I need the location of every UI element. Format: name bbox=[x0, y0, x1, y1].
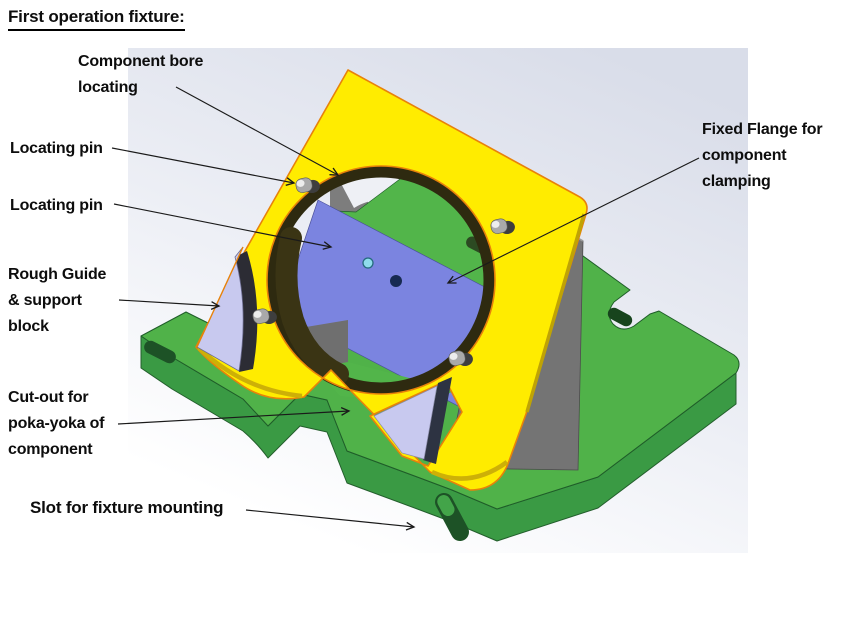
locating-pin-top-left bbox=[295, 177, 320, 194]
rough-guide-window-face bbox=[373, 385, 438, 460]
locating-pin-bottom bbox=[448, 350, 473, 367]
mounting-slot-right bbox=[607, 307, 633, 327]
leader-rough-guide bbox=[118, 299, 221, 310]
component-bore-hole bbox=[390, 275, 402, 287]
label-rough-guide: Rough Guide & support block bbox=[8, 266, 107, 335]
mounting-slot-front bbox=[435, 492, 469, 542]
component-pilot-hole bbox=[362, 257, 374, 269]
flange-edge-shade-bottom bbox=[431, 460, 509, 481]
leader-lines bbox=[111, 86, 700, 531]
locating-pin-lower-left bbox=[252, 308, 277, 325]
flange bbox=[195, 69, 588, 491]
label-locating-pin-2: Locating pin bbox=[10, 197, 103, 214]
locating-pin-right bbox=[490, 218, 515, 235]
leader-locating-pin-2 bbox=[113, 203, 333, 250]
leader-slot bbox=[245, 509, 416, 531]
label-slot: Slot for fixture mounting bbox=[30, 498, 224, 517]
leader-component-bore bbox=[175, 86, 340, 176]
bore-view bbox=[265, 164, 501, 409]
leader-locating-pin-1 bbox=[111, 147, 296, 186]
leader-cut-out bbox=[117, 406, 351, 425]
mounting-slot-left-tab bbox=[144, 340, 176, 364]
label-cut-out: Cut-out for poka-yoka of component bbox=[8, 389, 105, 458]
flange-plate bbox=[195, 69, 588, 491]
leader-fixed-flange bbox=[446, 157, 700, 284]
label-fixed-flange: Fixed Flange for component clamping bbox=[702, 121, 823, 190]
page-title: First operation fixture: bbox=[8, 6, 185, 31]
rough-guide-window-shadow-strip bbox=[423, 377, 452, 464]
flange-edge-orange-line bbox=[196, 246, 244, 348]
bore-inner-wall bbox=[265, 164, 497, 396]
flange-edge-shade-right bbox=[525, 213, 586, 413]
label-component-bore: Component bore locating bbox=[78, 53, 204, 96]
rough-guide-window bbox=[373, 377, 452, 464]
flange-edge-shade-left bbox=[197, 346, 303, 399]
label-locating-pin-1: Locating pin bbox=[10, 140, 103, 157]
bore-inner-wall-lower bbox=[275, 227, 349, 385]
